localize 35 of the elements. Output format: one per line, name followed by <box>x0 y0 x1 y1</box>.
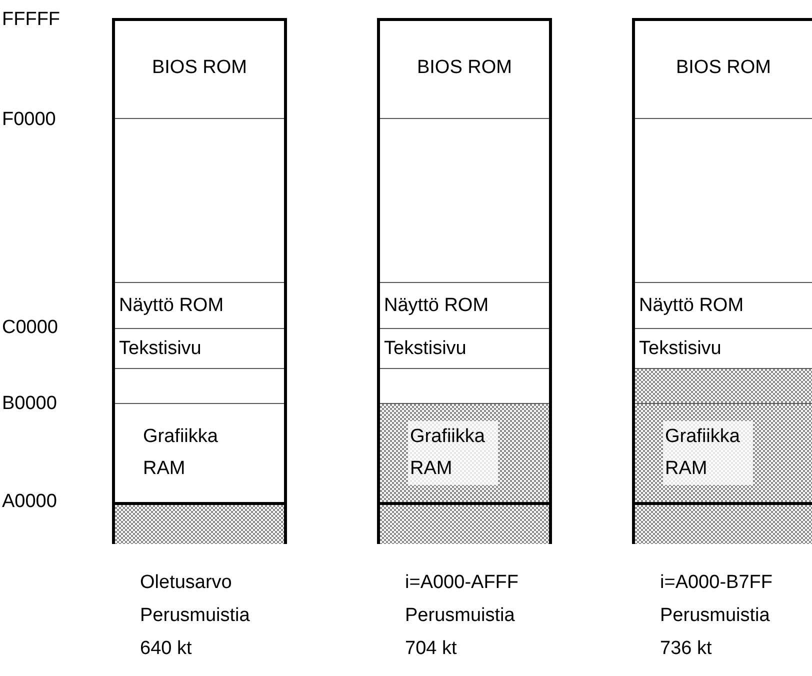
memory-map-column <box>377 18 552 544</box>
column-caption: i=A000-B7FF <box>660 571 772 595</box>
column-caption: 704 kt <box>405 637 458 661</box>
region-label: BIOS ROM <box>676 56 771 80</box>
column-caption: 640 kt <box>140 637 193 661</box>
region-label: Grafiikka RAM <box>408 421 498 485</box>
address-label: B0000 <box>2 393 57 415</box>
column-caption: Perusmuistia <box>405 604 516 628</box>
hatched-memory-region <box>635 502 812 544</box>
memory-map-column <box>632 18 812 544</box>
region-label: Näyttö ROM <box>384 294 489 318</box>
hatched-memory-region <box>115 502 284 544</box>
region-label: Näyttö ROM <box>639 294 744 318</box>
hatched-memory-region <box>380 403 549 502</box>
region-label: Tekstisivu <box>384 336 466 360</box>
region-label: Tekstisivu <box>119 336 202 360</box>
hatched-memory-region <box>380 502 549 544</box>
region-label: BIOS ROM <box>416 56 512 80</box>
region-label: BIOS ROM <box>152 56 247 80</box>
column-caption: Perusmuistia <box>140 604 250 628</box>
memory-map-column <box>112 18 287 544</box>
column-caption: Oletusarvo <box>140 571 233 595</box>
address-label: C0000 <box>2 317 58 339</box>
address-label: F0000 <box>2 109 56 131</box>
region-label: Grafiikka RAM <box>663 421 753 485</box>
address-label: A0000 <box>2 491 57 513</box>
column-caption: i=A000-AFFF <box>405 571 519 595</box>
region-label: Tekstisivu <box>639 336 722 360</box>
address-label: FFFFF <box>2 9 60 31</box>
column-caption: Perusmuistia <box>660 604 771 628</box>
column-caption: 736 kt <box>660 637 713 661</box>
region-label: Näyttö ROM <box>119 294 224 318</box>
region-label: Grafiikka RAM <box>143 425 219 481</box>
hatched-memory-region <box>635 403 812 502</box>
hatched-memory-region <box>635 368 812 403</box>
